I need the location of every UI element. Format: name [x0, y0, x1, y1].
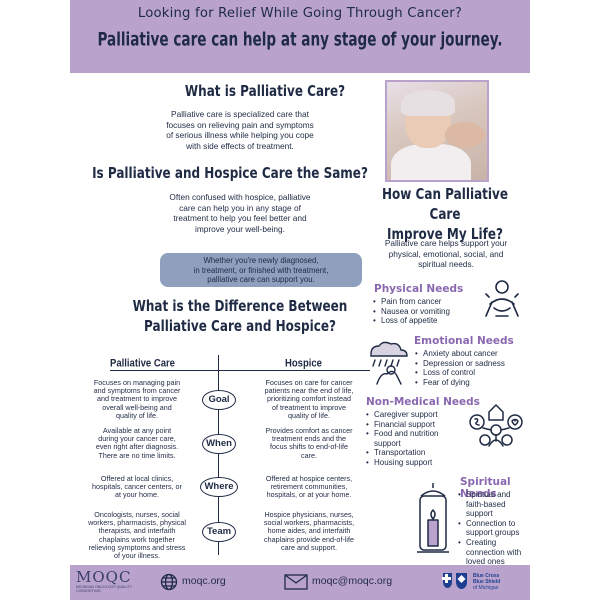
moqc-logo: MOQC [76, 568, 132, 586]
list-item: Caregiver support [365, 410, 465, 420]
patient-photo [385, 80, 489, 182]
same-line: care can help you in any stage of [179, 202, 301, 213]
website-link[interactable]: moqc.org [182, 575, 226, 587]
what-text: Palliative care is specialized care that… [110, 109, 370, 151]
support-callout: Whether you're newly diagnosed, in treat… [160, 253, 362, 287]
moqc-full-name: MICHIGAN ONCOLOGY QUALITY CONSORTIUM [76, 585, 132, 594]
list-item: Spiritual and faith-based support [457, 490, 529, 519]
header-banner: Looking for Relief While Going Through C… [70, 0, 530, 73]
goal-label: Goal [202, 390, 236, 410]
list-item: Financial support [365, 420, 465, 430]
list-item: Loss of control [414, 368, 530, 378]
what-line: Palliative care is specialized care that [171, 109, 309, 119]
difference-title-line: Palliative Care and Hospice? [144, 317, 336, 335]
improve-title: How Can Palliative Care Improve My Life? [370, 184, 520, 244]
same-line: improve your well-being. [195, 223, 285, 234]
flyer: Looking for Relief While Going Through C… [70, 0, 530, 600]
list-item: Transportation [365, 448, 465, 458]
palliative-header: Palliative Care [110, 356, 175, 371]
physical-needs-list: Pain from cancer Nausea or vomiting Loss… [372, 297, 492, 326]
list-item: Pain from cancer [372, 297, 492, 307]
support-network-icon [469, 404, 523, 447]
list-item: Anxiety about cancer [414, 349, 530, 359]
list-item: Creating connection with loved ones [457, 538, 529, 567]
email-link[interactable]: moqc@moqc.org [312, 575, 393, 587]
list-item: Connection to support groups [457, 519, 529, 538]
list-item: Housing support [365, 458, 465, 468]
palliative-where: Offered at local clinics,hospitals, canc… [92, 474, 182, 500]
physical-needs-title: Physical Needs [374, 283, 464, 295]
where-label: Where [200, 477, 238, 497]
envelope-icon [284, 574, 308, 590]
nonmedical-needs-title: Non-Medical Needs [366, 396, 480, 408]
improve-title-line: How Can Palliative Care [382, 185, 508, 223]
blue-cross-shield-icon [442, 573, 467, 589]
header-kicker: Looking for Relief While Going Through C… [137, 6, 463, 21]
same-title: Is Palliative and Hospice Care the Same? [92, 164, 368, 182]
list-item: Fear of dying [414, 378, 530, 388]
blue-cross-logo-text: Blue Cross Blue Shield of Michigan [473, 573, 501, 591]
list-item: Food and nutrition support [365, 429, 465, 448]
when-label: When [202, 434, 236, 454]
callout-line: palliative care can support you. [207, 275, 315, 284]
what-title: What is Palliative Care? [184, 82, 346, 100]
hospice-where: Offered at hospice centers,retirement co… [265, 474, 353, 500]
header-headline: Palliative care can help at any stage of… [97, 29, 503, 51]
same-text: Often confused with hospice, palliative … [110, 192, 370, 234]
same-line: treatment to help you feel better and [173, 213, 307, 223]
footer-banner: MOQC MICHIGAN ONCOLOGY QUALITY CONSORTIU… [70, 565, 530, 600]
difference-title: What is the Difference Between Palliativ… [90, 296, 390, 336]
what-line: focuses on relieving pain and symptoms [166, 119, 314, 130]
hospice-team: Hospice physicians, nurses,social worker… [263, 510, 355, 552]
hospice-header: Hospice [285, 356, 322, 371]
person-pain-icon [485, 280, 519, 317]
globe-icon [160, 573, 178, 591]
rain-cloud-icon [370, 341, 408, 385]
callout-line: Whether you're newly diagnosed, [203, 256, 319, 265]
list-item: Depression or sadness [414, 359, 530, 369]
same-line: Often confused with hospice, palliative [169, 192, 311, 202]
emotional-needs-title: Emotional Needs [414, 335, 514, 347]
spiritual-needs-list: Spiritual and faith-based support Connec… [457, 490, 529, 567]
callout-line: in treatment, or finished with treatment… [193, 265, 329, 275]
divider-line [218, 355, 219, 555]
what-line: with side effects of treatment. [186, 140, 294, 151]
list-item: Nausea or vomiting [372, 307, 492, 317]
difference-title-line: What is the Difference Between [132, 297, 348, 315]
candle-lantern-icon [417, 483, 449, 553]
what-line: of serious illness while helping you cop… [166, 130, 314, 140]
list-item: Loss of appetite [372, 316, 492, 326]
improve-title-line: Improve My Life? [387, 225, 503, 243]
nonmedical-needs-list: Caregiver support Financial support Food… [365, 410, 465, 468]
team-label: Team [202, 522, 236, 542]
emotional-needs-list: Anxiety about cancer Depression or sadne… [414, 349, 530, 387]
header-rule [110, 370, 370, 371]
